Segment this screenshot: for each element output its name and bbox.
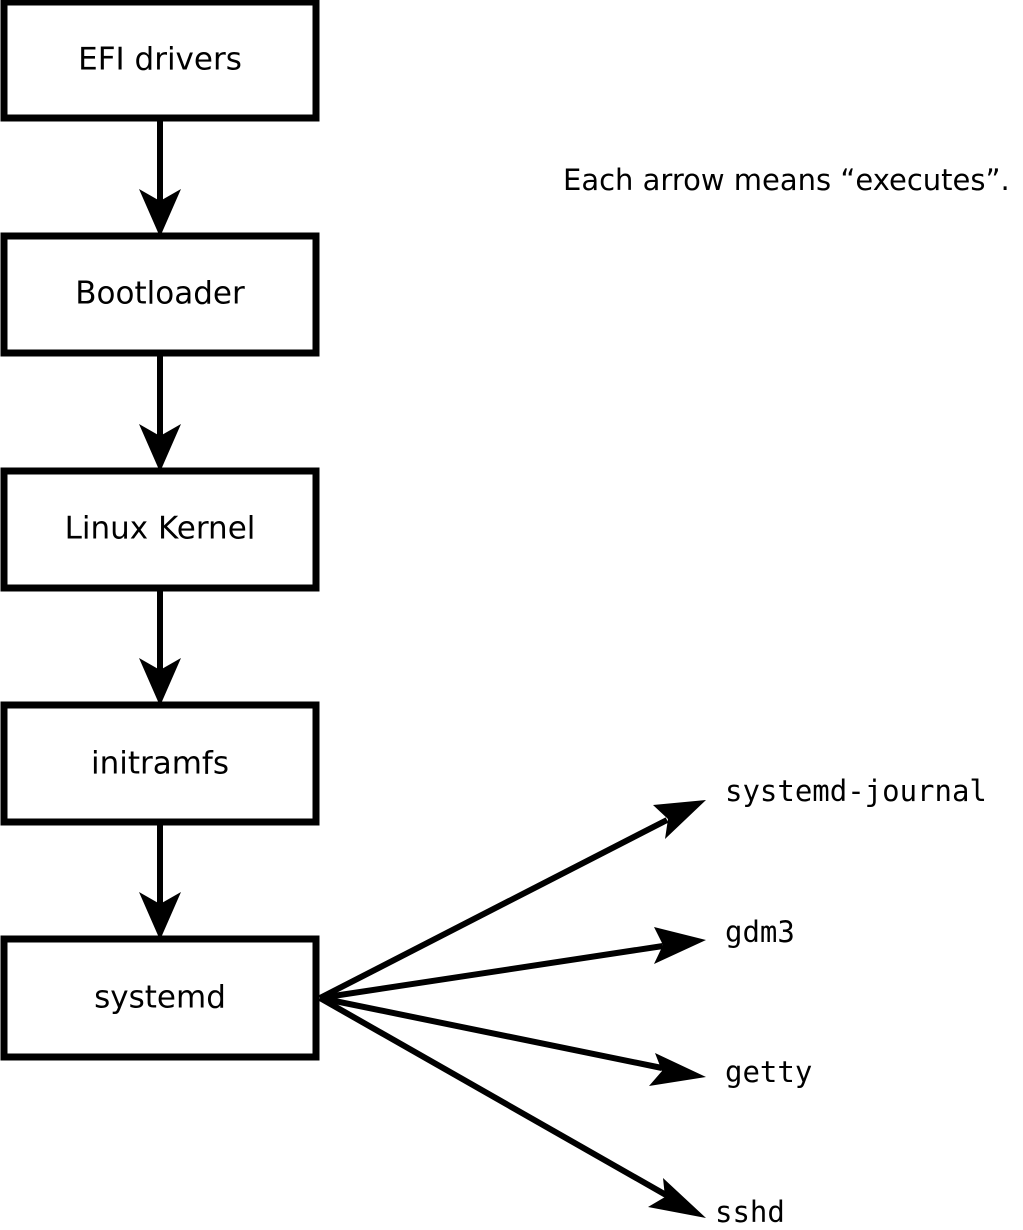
box-label: initramfs xyxy=(91,746,229,782)
edge-line xyxy=(318,995,668,1198)
box-systemd[interactable]: systemd xyxy=(0,935,320,1061)
box-label: Bootloader xyxy=(75,276,245,312)
arrowhead-icon xyxy=(139,424,181,472)
box-label: EFI drivers xyxy=(78,42,242,78)
legend-note: Each arrow means “executes”. xyxy=(563,163,1010,197)
leaf-label-getty[interactable]: getty xyxy=(725,1055,812,1089)
leaf-label-systemd-journal[interactable]: systemd-journal xyxy=(725,774,987,808)
arrowhead-icon xyxy=(648,1178,706,1218)
edge-efi-to-bootloader xyxy=(139,118,181,237)
edge-systemd-to-sshd xyxy=(318,995,706,1218)
fan-edges-group xyxy=(318,800,706,1218)
box-label: systemd xyxy=(94,980,226,1016)
box-linux-kernel[interactable]: Linux Kernel xyxy=(0,467,320,592)
box-bootloader[interactable]: Bootloader xyxy=(0,232,320,357)
arrowhead-icon xyxy=(139,892,181,940)
arrowhead-icon xyxy=(139,189,181,237)
edge-line xyxy=(318,817,669,1001)
box-label: Linux Kernel xyxy=(65,511,256,547)
box-outline xyxy=(0,701,320,826)
edge-systemd-to-gdm3 xyxy=(319,927,706,1001)
arrowhead-icon xyxy=(654,927,706,964)
edge-bootloader-to-kernel xyxy=(139,353,181,472)
vertical-edges-group xyxy=(139,118,181,940)
box-efi-drivers[interactable]: EFI drivers xyxy=(0,0,320,122)
box-outline xyxy=(0,0,320,122)
edge-initramfs-to-systemd xyxy=(139,822,181,940)
edge-line xyxy=(319,995,663,1071)
edge-systemd-to-getty xyxy=(319,995,706,1086)
edge-systemd-to-systemd-journal xyxy=(318,800,706,1001)
box-initramfs[interactable]: initramfs xyxy=(0,701,320,826)
leaf-label-gdm3[interactable]: gdm3 xyxy=(725,915,795,949)
arrowhead-icon xyxy=(653,800,706,839)
edge-kernel-to-initramfs xyxy=(139,588,181,706)
arrowhead-icon xyxy=(649,1053,706,1086)
edge-line xyxy=(319,943,664,1001)
box-outline xyxy=(0,935,320,1061)
leaf-label-sshd[interactable]: sshd xyxy=(715,1195,785,1229)
leaf-labels-group: systemd-journal gdm3 getty sshd xyxy=(715,774,987,1229)
arrowhead-icon xyxy=(139,658,181,706)
box-outline xyxy=(0,232,320,357)
process-boxes-group: EFI drivers Bootloader Linux Kernel init… xyxy=(0,0,320,1061)
box-outline xyxy=(0,467,320,592)
